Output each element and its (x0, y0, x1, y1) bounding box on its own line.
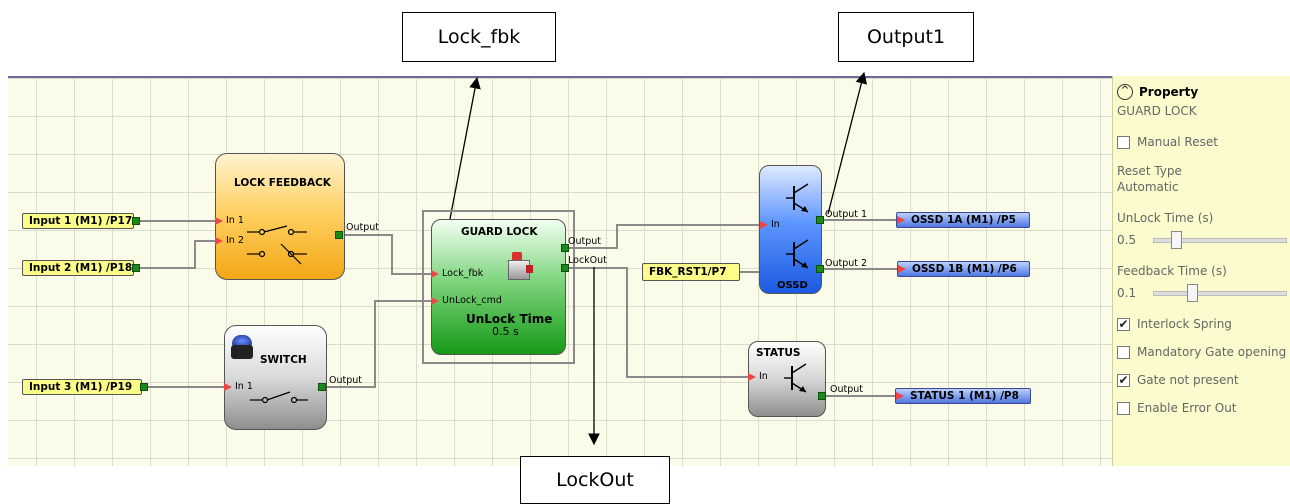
guard-lock-output-pin[interactable] (561, 244, 569, 252)
unlock-time-value: 0.5 (1117, 233, 1137, 247)
lock-feedback-output-label: Output (346, 222, 379, 233)
guard-lock-lockfbk-arrow (431, 270, 439, 278)
status-transistor-icon (784, 363, 807, 393)
feedback-time-value: 0.1 (1117, 286, 1137, 300)
ossd-title: OSSD (777, 280, 808, 291)
wire-guardlock-ossd (569, 224, 760, 249)
interlock-spring-label: Interlock Spring (1137, 317, 1232, 331)
lock-feedback-in1-arrow (215, 217, 223, 225)
input-1-pin[interactable] (132, 217, 140, 225)
ossd-in-arrow (760, 221, 768, 229)
manual-reset-label: Manual Reset (1137, 135, 1218, 149)
switch-in1-label: In 1 (235, 381, 253, 392)
interlock-spring-checkbox[interactable]: ✔ (1117, 317, 1130, 331)
callout-lockout: LockOut (520, 456, 670, 504)
reset-type-label: Reset Type (1117, 164, 1182, 178)
transistor-icon-1 (786, 183, 809, 213)
input-1-tag[interactable]: Input 1 (M1) /P17 (22, 213, 134, 229)
wire-guardlock-status (569, 267, 748, 378)
input-2-tag[interactable]: Input 2 (M1) /P18 (22, 260, 134, 276)
input-3-tag[interactable]: Input 3 (M1) /P19 (22, 379, 142, 395)
guard-lock-lockout-label: LockOut (568, 255, 607, 266)
enable-error-out-checkbox[interactable] (1117, 402, 1130, 415)
guard-lock-unlockcmd-label: UnLock_cmd (442, 295, 502, 306)
status-output-label: Output (830, 384, 863, 395)
lock-feedback-in2-label: In 2 (226, 235, 244, 246)
guard-lock-selection (422, 210, 575, 364)
mandatory-gate-label: Mandatory Gate opening (1137, 345, 1287, 359)
ossd-1a-tag[interactable]: OSSD 1A (M1) /P5 (896, 212, 1030, 228)
switch-contact-icon (250, 391, 308, 404)
collapse-icon[interactable]: ^ (1117, 84, 1133, 100)
contacts-icon (247, 225, 307, 265)
input-3-pin[interactable] (140, 383, 148, 391)
transistor-icon-2 (786, 239, 809, 269)
status-block[interactable] (748, 341, 826, 417)
wire-in2-lockfeedback (140, 240, 215, 269)
ossd-in-label: In (771, 219, 780, 230)
lock-feedback-in1-label: In 1 (226, 215, 244, 226)
status-1-arrow (896, 392, 904, 400)
guard-lock-lockfbk-label: Lock_fbk (442, 268, 484, 279)
lock-feedback-block[interactable] (215, 153, 345, 280)
guard-lock-title: GUARD LOCK (461, 226, 538, 238)
callout-output1: Output1 (838, 12, 974, 62)
fbk-rst-tag[interactable]: FBK_RST1/P7 (642, 263, 740, 281)
unlock-time-slider-track[interactable] (1153, 238, 1287, 243)
ossd-out1-pin[interactable] (816, 216, 824, 224)
gate-not-present-checkbox[interactable]: ✔ (1117, 373, 1130, 387)
feedback-time-slider-thumb[interactable] (1187, 284, 1198, 302)
lock-device-icon (508, 252, 534, 280)
feedback-time-label: Feedback Time (s) (1117, 264, 1227, 278)
status-in-arrow (748, 373, 756, 381)
reset-type-value: Automatic (1117, 180, 1179, 194)
input-2-pin[interactable] (132, 264, 140, 272)
switch-output-pin[interactable] (318, 383, 326, 391)
wire-lockfeedback-guardlock (345, 234, 432, 275)
wire-switch-guardlock (326, 300, 432, 388)
guard-lock-unlockcmd-arrow (431, 297, 439, 305)
unlock-time-label: UnLock Time (s) (1117, 211, 1214, 225)
lock-feedback-output-pin[interactable] (335, 231, 343, 239)
status-in-label: In (759, 371, 768, 382)
manual-reset-checkbox[interactable] (1117, 136, 1130, 149)
property-header: Property (1139, 85, 1199, 99)
guard-lock-unlock-time-value: 0.5 s (492, 325, 519, 338)
guard-lock-block[interactable] (431, 219, 566, 355)
ossd-out1-label: Output 1 (825, 209, 868, 220)
mandatory-gate-checkbox[interactable] (1117, 346, 1130, 359)
callout-line-output1 (827, 71, 868, 215)
ossd-1b-arrow (898, 265, 906, 273)
enable-error-out-label: Enable Error Out (1137, 401, 1237, 415)
ossd-block[interactable] (759, 165, 822, 294)
lock-feedback-in2-arrow (215, 237, 223, 245)
guard-lock-lockout-pin[interactable] (561, 264, 569, 272)
ossd-1a-arrow (897, 216, 905, 224)
switch-output-label: Output (329, 375, 362, 386)
switch-in1-arrow (224, 383, 232, 391)
property-panel: ^ Property GUARD LOCK Manual Reset Reset… (1112, 76, 1290, 466)
callout-lock-fbk: Lock_fbk (402, 12, 556, 62)
guard-lock-output-label: Output (568, 236, 601, 247)
guard-lock-unlock-time-label: UnLock Time (466, 312, 553, 326)
unlock-time-slider-thumb[interactable] (1171, 231, 1182, 249)
gate-not-present-label: Gate not present (1137, 373, 1239, 387)
ossd-1b-tag[interactable]: OSSD 1B (M1) /P6 (897, 261, 1030, 277)
status-1-tag[interactable]: STATUS 1 (M1) /P8 (895, 388, 1031, 404)
status-output-pin[interactable] (818, 392, 826, 400)
ossd-out2-label: Output 2 (825, 258, 868, 269)
property-subtitle: GUARD LOCK (1117, 104, 1197, 118)
pushbutton-icon (231, 335, 253, 361)
switch-title: SWITCH (260, 354, 307, 366)
ossd-out2-pin[interactable] (816, 265, 824, 273)
lock-feedback-title: LOCK FEEDBACK (234, 177, 331, 189)
feedback-time-slider-track[interactable] (1153, 291, 1287, 296)
status-title: STATUS (756, 347, 801, 359)
